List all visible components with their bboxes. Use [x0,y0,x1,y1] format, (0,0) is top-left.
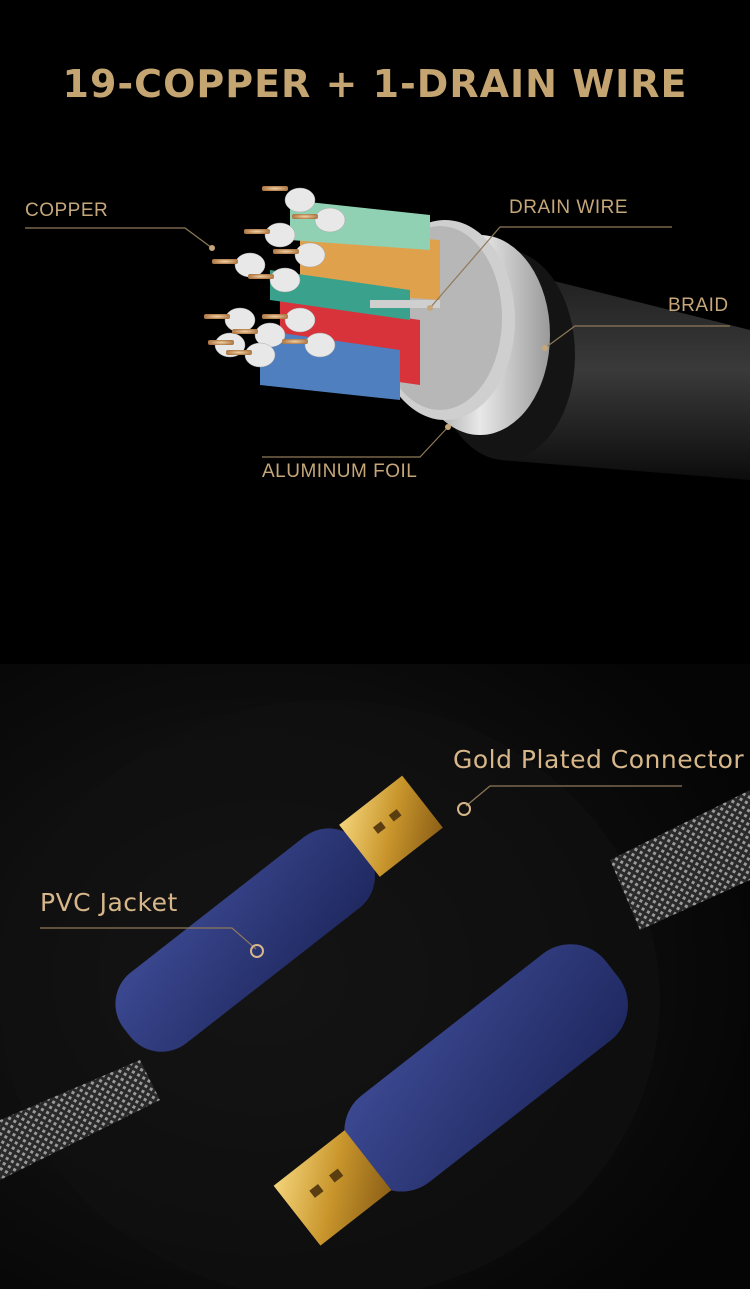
section-title: 19-COPPER + 1-DRAIN WIRE [62,62,688,106]
label-pvc-jacket: PVC Jacket [40,888,178,917]
cable-cross-section-illustration [25,186,750,480]
hdmi-connectors-illustration [0,664,750,1289]
label-aluminum-foil: ALUMINUM FOIL [262,461,418,482]
label-copper: COPPER [25,200,109,221]
label-drain-wire: DRAIN WIRE [509,197,628,218]
label-braid: BRAID [668,295,729,316]
label-gold-plated-connector: Gold Plated Connector [453,745,745,774]
